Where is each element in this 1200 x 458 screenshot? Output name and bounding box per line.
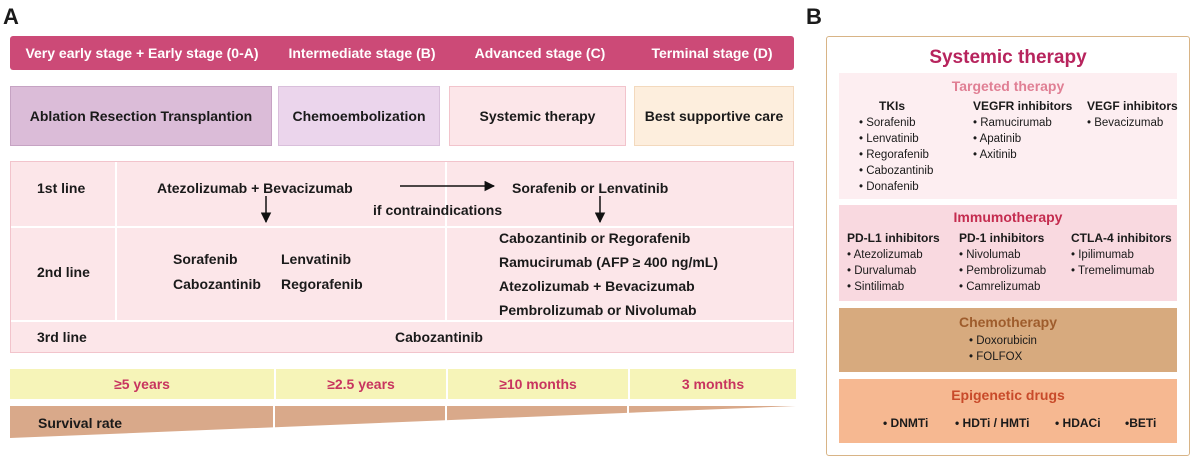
second-line-left-item: Lenvatinib [281, 251, 352, 267]
list-item: • Cabozantinib [859, 165, 934, 177]
epigenetic-item: • DNMTi [883, 416, 929, 430]
chemotherapy-section: Chemotherapy • Doxorubicin • FOLFOX [839, 308, 1177, 372]
list-item: • Sintilimab [847, 281, 905, 293]
survival-intermediate: ≥2.5 years [327, 376, 395, 392]
list-item: • Ipilimumab [1071, 249, 1134, 261]
third-line-therapy: Cabozantinib [395, 329, 483, 345]
group-header: TKIs [879, 99, 906, 113]
stage-terminal: Terminal stage (D) [651, 45, 773, 61]
epigenetic-item: •BETi [1125, 416, 1157, 430]
stage-bar: Very early stage + Early stage (0-A) Int… [10, 36, 794, 70]
epigenetic-item: • HDACi [1055, 416, 1101, 430]
panel-label-b: B [806, 4, 822, 29]
group-items: • Ramucirumab • Apatinib • Axitinib [973, 115, 1052, 163]
contraindications-note: if contraindications [373, 202, 503, 218]
second-line-right-item: Cabozantinib or Regorafenib [499, 230, 691, 246]
group-header: CTLA-4 inhibitors [1071, 231, 1172, 245]
epigenetic-drugs-section: Epigenetic drugs • DNMTi • HDTi / HMTi •… [839, 379, 1177, 443]
list-item: • Ramucirumab [973, 117, 1052, 129]
list-item: • Durvalumab [847, 265, 917, 277]
list-item: • Pembrolizumab [959, 265, 1047, 277]
panel-label-a: A [3, 4, 19, 29]
stage-advanced: Advanced stage (C) [474, 45, 606, 61]
list-item: • Atezolizumab [847, 249, 923, 261]
survival-advanced: ≥10 months [499, 376, 577, 392]
second-line-left-item: Sorafenib [173, 251, 238, 267]
epigenetic-item: • HDTi / HMTi [955, 416, 1030, 430]
list-item: • Camrelizumab [959, 281, 1041, 293]
survival-wedge [10, 406, 796, 438]
list-item: • Donafenib [859, 181, 919, 193]
second-line-right-item: Ramucirumab (AFP ≥ 400 ng/mL) [499, 254, 719, 270]
table-divider [11, 320, 793, 322]
survival-divider [274, 369, 276, 399]
group-items: • Ipilimumab • Tremelimumab [1071, 247, 1154, 279]
list-item: • Bevacizumab [1087, 117, 1164, 129]
list-item: • Lenvatinib [859, 133, 919, 145]
targeted-therapy-title: Targeted therapy [951, 78, 1065, 94]
epigenetic-drugs-title: Epigenetic drugs [951, 387, 1065, 403]
targeted-therapy-section: Targeted therapy TKIs • Sorafenib • Lenv… [839, 73, 1178, 199]
chemotherapy-title: Chemotherapy [958, 314, 1058, 330]
survival-early: ≥5 years [114, 376, 170, 392]
list-item: • FOLFOX [969, 351, 1023, 363]
table-divider [11, 226, 793, 228]
list-item: • Nivolumab [959, 249, 1021, 261]
first-line-label: 1st line [37, 180, 86, 196]
list-item: • Axitinib [973, 149, 1017, 161]
stage-intermediate: Intermediate stage (B) [288, 45, 436, 61]
second-line-right-item: Pembrolizumab or Nivolumab [499, 302, 697, 318]
immunotherapy-title: Immumotherapy [953, 209, 1063, 225]
second-line-right-item: Atezolizumab + Bevacizumab [499, 278, 695, 294]
group-header: VEGFR inhibitors [973, 99, 1073, 113]
list-item: • Regorafenib [859, 149, 929, 161]
second-line-left-item: Cabozantinib [173, 276, 261, 292]
survival-divider [446, 369, 448, 399]
group-items: • Sorafenib • Lenvatinib • Regorafenib •… [859, 115, 933, 195]
second-line-label: 2nd line [37, 264, 90, 280]
list-item: • Tremelimumab [1071, 265, 1155, 277]
survival-divider [628, 369, 630, 399]
group-items: • Bevacizumab [1087, 115, 1163, 131]
systemic-therapy-title: Systemic therapy [929, 47, 1087, 68]
first-line-left-therapy: Atezolizumab + Bevacizumab [157, 180, 353, 196]
systemic-therapy-panel: Systemic therapy Targeted therapy TKIs •… [826, 36, 1190, 456]
table-divider [115, 162, 117, 320]
first-line-right-therapy: Sorafenib or Lenvatinib [512, 180, 669, 196]
group-items: • Atezolizumab • Durvalumab • Sintilimab [847, 247, 923, 295]
treatment-ablation: Ablation Resection Transplantion [10, 86, 272, 146]
second-line-left-item: Regorafenib [281, 276, 363, 292]
group-items: • Nivolumab • Pembrolizumab • Camrelizum… [959, 247, 1046, 295]
treatment-supportive-care: Best supportive care [634, 86, 794, 146]
treatment-chemoembolization: Chemoembolization [278, 86, 440, 146]
treatment-systemic: Systemic therapy [449, 86, 626, 146]
survival-rate-label: Survival rate [38, 415, 123, 431]
treatment-line-table: 1st line Atezolizumab + Bevacizumab Sora… [10, 161, 794, 353]
list-item: • Apatinib [973, 133, 1022, 145]
group-header: PD-L1 inhibitors [847, 231, 940, 245]
group-header: PD-1 inhibitors [959, 231, 1045, 245]
survival-terminal: 3 months [681, 376, 745, 392]
immunotherapy-section: Immumotherapy PD-L1 inhibitors • Atezoli… [839, 205, 1177, 301]
third-line-label: 3rd line [37, 329, 87, 345]
stage-early: Very early stage + Early stage (0-A) [25, 45, 259, 61]
list-item: • Sorafenib [859, 117, 916, 129]
table-divider [445, 162, 447, 320]
chemo-items: • Doxorubicin • FOLFOX [969, 333, 1037, 365]
group-header: VEGF inhibitors [1087, 99, 1178, 113]
list-item: • Doxorubicin [969, 335, 1037, 347]
survival-bar: ≥5 years ≥2.5 years ≥10 months 3 months [10, 369, 796, 399]
flow-arrows [260, 180, 606, 224]
